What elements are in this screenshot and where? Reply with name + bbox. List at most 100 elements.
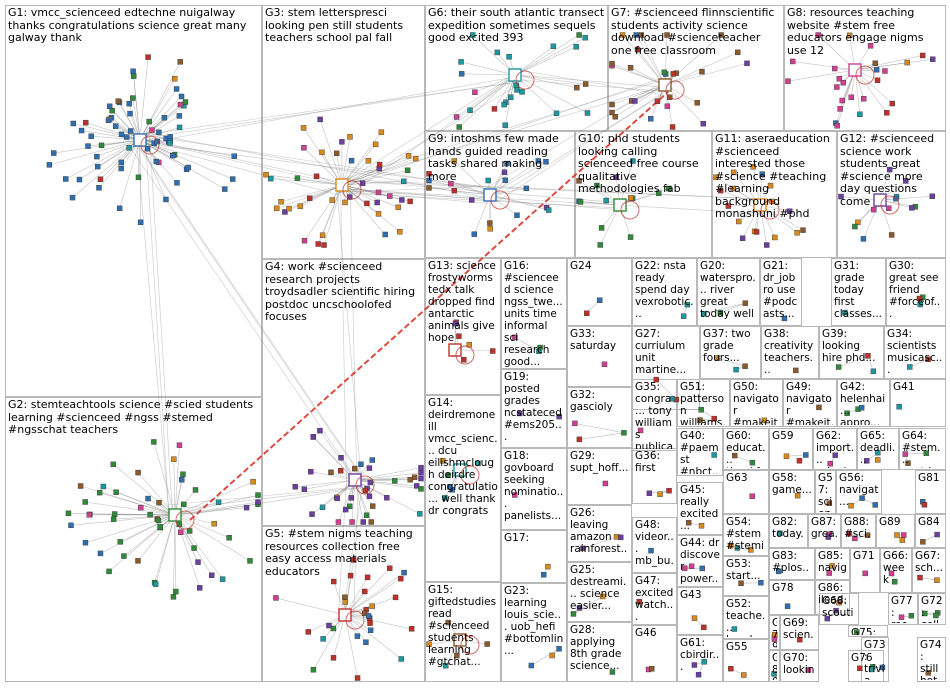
edge [91,135,141,141]
vertex [599,593,606,600]
vertex [545,563,551,570]
vertex [681,565,688,571]
group-box-g50 [730,379,783,427]
vertex [597,242,603,248]
cross-group-edge [336,191,362,483]
vertex [764,242,770,248]
edge [622,34,666,86]
cross-group-edge [145,149,170,518]
vertex [749,493,755,499]
vertex [215,499,222,505]
edge [787,69,856,82]
vertex [857,111,863,118]
edge [139,78,175,141]
group-label-g28: G28: applying 8th grade science... [570,624,622,672]
group-label-g55: G55 [726,641,748,653]
vertex [306,195,313,201]
vertex [490,348,496,354]
vertex [339,139,345,145]
vertex [68,522,74,529]
group-label-g89: G89 [879,516,901,528]
vertex [920,539,926,545]
vertex [310,667,317,673]
edge [270,178,343,186]
vertex [882,68,888,74]
cross-group-edge [344,189,493,201]
group-label-g10: G10: phd students looking calling scienc… [578,133,699,195]
group-box-g52 [723,596,769,639]
edge [341,184,399,208]
vertex [577,199,584,205]
vertex [301,145,307,151]
vertex [836,599,842,606]
group-box-g2 [5,397,262,682]
edge [664,34,722,86]
vertex [69,194,76,201]
group-label-g12: G12: #scienceed science work students gr… [840,133,935,208]
hub-vertex [873,193,887,207]
group-label-g2: G2: stemteachtools science #scied studen… [8,399,254,436]
edge [322,184,343,236]
vertex [501,101,507,108]
vertex [209,572,215,578]
vertex [785,78,791,84]
vertex [294,175,301,181]
vertex [366,493,373,500]
vertex [319,504,326,511]
vertex [576,32,582,38]
cross-group-edge [136,142,171,524]
vertex [669,396,675,402]
edge [611,84,666,105]
group-box-g23 [501,583,567,682]
vertex [514,87,520,93]
edge [792,61,856,71]
group-box-g4 [262,259,425,526]
group-label-g60: G60: educat... thankf... [726,430,766,468]
group-box-g37 [700,326,761,379]
vertex [691,662,698,668]
group-label-g4: G4: work #scienceed research projects tr… [265,261,416,323]
edge [720,302,746,313]
vertex [868,666,875,673]
vertex [742,300,749,306]
edge [153,441,176,516]
group-label-g6: G6: their south atlantic transect expedi… [428,7,605,44]
vertex [619,32,626,38]
edge [139,139,141,223]
edge [461,73,516,76]
vertex [865,353,871,359]
vertex [835,364,842,370]
vertex [51,150,57,156]
vertex [584,110,591,116]
vertex [728,665,734,672]
group-label-g44: G44: dr discover power... [680,537,720,585]
vertex [363,512,370,518]
vertex [921,502,928,508]
group-label-g69: G69: scien... [783,617,814,648]
edge [139,139,167,200]
edge [119,139,141,209]
vertex [598,225,605,231]
edge [174,501,219,516]
group-box-g18 [501,448,567,530]
cross-group-edge [348,80,512,195]
group-label-g1: G1: vmcc_scienceed edtechne nuigalway th… [8,7,247,44]
edge [304,479,356,490]
group-box-g64 [899,428,946,470]
vertex [664,103,671,109]
group-box-g49 [783,379,837,427]
vertex [97,176,104,182]
edge [635,34,666,86]
vertex [301,237,308,244]
group-label-g51: G51: patterson williams... [680,381,726,425]
group-label-g32: G32: gascioly [570,389,613,413]
vertex [96,185,102,191]
cross-group-edge [137,138,339,185]
edge [611,63,666,86]
group-label-g75: G75: change [851,627,877,635]
group-box-g17 [501,530,567,583]
group-label-g52: G52: teache... break... [726,598,766,637]
vertex [330,625,337,632]
vertex [612,114,618,120]
group-label-g78: G78 [772,582,794,594]
